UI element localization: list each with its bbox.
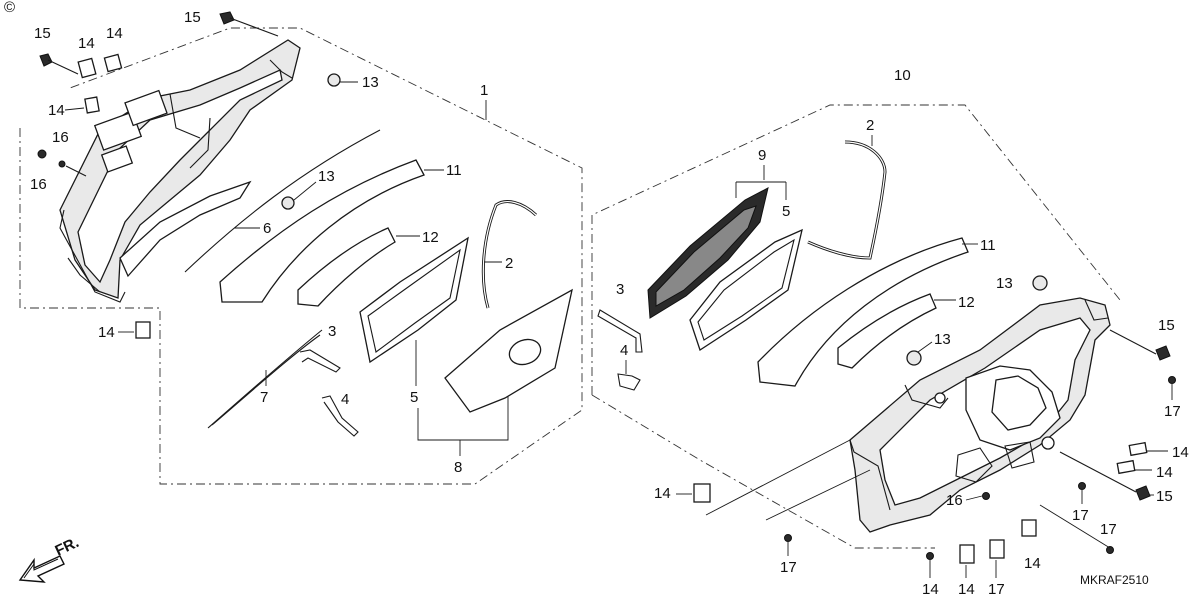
label-12-left: 12 — [422, 229, 439, 246]
label-3-right: 3 — [616, 281, 624, 298]
label-15-left-a: 15 — [34, 25, 51, 42]
right-assembly-boundary-lower — [591, 394, 935, 549]
diagram-code: MKRAF2510 — [1080, 573, 1149, 587]
label-copyright: © — [4, 0, 15, 16]
label-10: 10 — [894, 67, 911, 84]
label-2-right: 2 — [866, 117, 874, 134]
label-17-right-d: 17 — [780, 559, 797, 576]
label-14-right-f: 17 — [988, 581, 1005, 598]
clip-part-3-right — [597, 309, 643, 353]
label-13-right-a: 13 — [996, 275, 1013, 292]
screw-icon — [784, 376, 1176, 560]
label-3-left: 3 — [328, 323, 336, 340]
bolt-icon — [1109, 329, 1171, 361]
foam-part-12-right — [837, 293, 937, 369]
label-13-left-b: 13 — [318, 168, 335, 185]
gasket-part-5-right — [689, 228, 803, 352]
label-2-left: 2 — [505, 255, 513, 272]
label-9: 9 — [758, 147, 766, 164]
direction-label: FR. — [53, 534, 82, 560]
label-14-right-d: 14 — [1024, 555, 1041, 572]
grommet-icon — [327, 73, 341, 87]
label-13-right-b: 13 — [934, 331, 951, 348]
label-14-left-b: 14 — [106, 25, 123, 42]
label-16-right: 16 — [946, 492, 963, 509]
label-4-left: 4 — [341, 391, 349, 408]
label-12-right: 12 — [958, 294, 975, 311]
left-side-cover — [59, 39, 301, 303]
label-11-left: 11 — [446, 162, 462, 179]
foam-part-11-right — [757, 237, 969, 387]
label-8: 8 — [454, 459, 462, 476]
front-direction-arrow-icon — [18, 555, 65, 583]
grommet-icon — [906, 350, 922, 366]
grommet-icon — [1032, 275, 1048, 291]
label-16-left-a: 16 — [52, 129, 69, 146]
label-6: 6 — [263, 220, 271, 237]
grommet-icon — [281, 196, 295, 210]
label-16-left-b: 16 — [30, 176, 47, 193]
label-17-right-a: 17 — [1164, 403, 1181, 420]
label-7: 7 — [260, 389, 268, 406]
label-15-right-a: 15 — [1158, 317, 1175, 334]
right-side-cover — [849, 297, 1111, 533]
label-14-right-b: 14 — [1156, 464, 1173, 481]
wire-part-6 — [184, 129, 381, 273]
gasket-part-5 — [359, 236, 469, 364]
label-5-right: 5 — [782, 203, 790, 220]
label-17-right-e: 14 — [922, 581, 939, 598]
right-assembly-boundary — [591, 104, 1121, 395]
label-4-right: 4 — [620, 342, 628, 359]
label-11-right: 11 — [980, 237, 996, 254]
label-17-right-b: 17 — [1072, 507, 1089, 524]
clip-part-4-right — [617, 373, 641, 391]
label-15-left-b: 15 — [184, 9, 201, 26]
bolt-icon — [219, 11, 279, 37]
label-5-left: 5 — [410, 389, 418, 406]
clip-nut-icon — [693, 441, 1148, 564]
label-1: 1 — [480, 82, 488, 99]
clip-nut-icon — [77, 53, 151, 339]
clip-part-4 — [321, 395, 359, 437]
foam-part-12 — [297, 227, 396, 307]
left-assembly-boundary — [19, 27, 583, 485]
filter-plate-part-8 — [444, 288, 573, 413]
bolt-icon — [1059, 451, 1151, 501]
label-17-right-c: 17 — [1100, 521, 1117, 538]
label-14-right-a: 14 — [1172, 444, 1189, 461]
label-15-right-b: 15 — [1156, 488, 1173, 505]
bolt-icon — [39, 53, 79, 75]
label-14-left-a: 14 — [78, 35, 95, 52]
label-13-left-a: 13 — [362, 74, 379, 91]
screw-icon — [37, 149, 87, 177]
label-14-right-e: 14 — [958, 581, 975, 598]
label-14-left-c: 14 — [48, 102, 65, 119]
clip-part-3 — [299, 349, 341, 373]
label-14-right-c: 14 — [654, 485, 671, 502]
label-14-left-d: 14 — [98, 324, 115, 341]
